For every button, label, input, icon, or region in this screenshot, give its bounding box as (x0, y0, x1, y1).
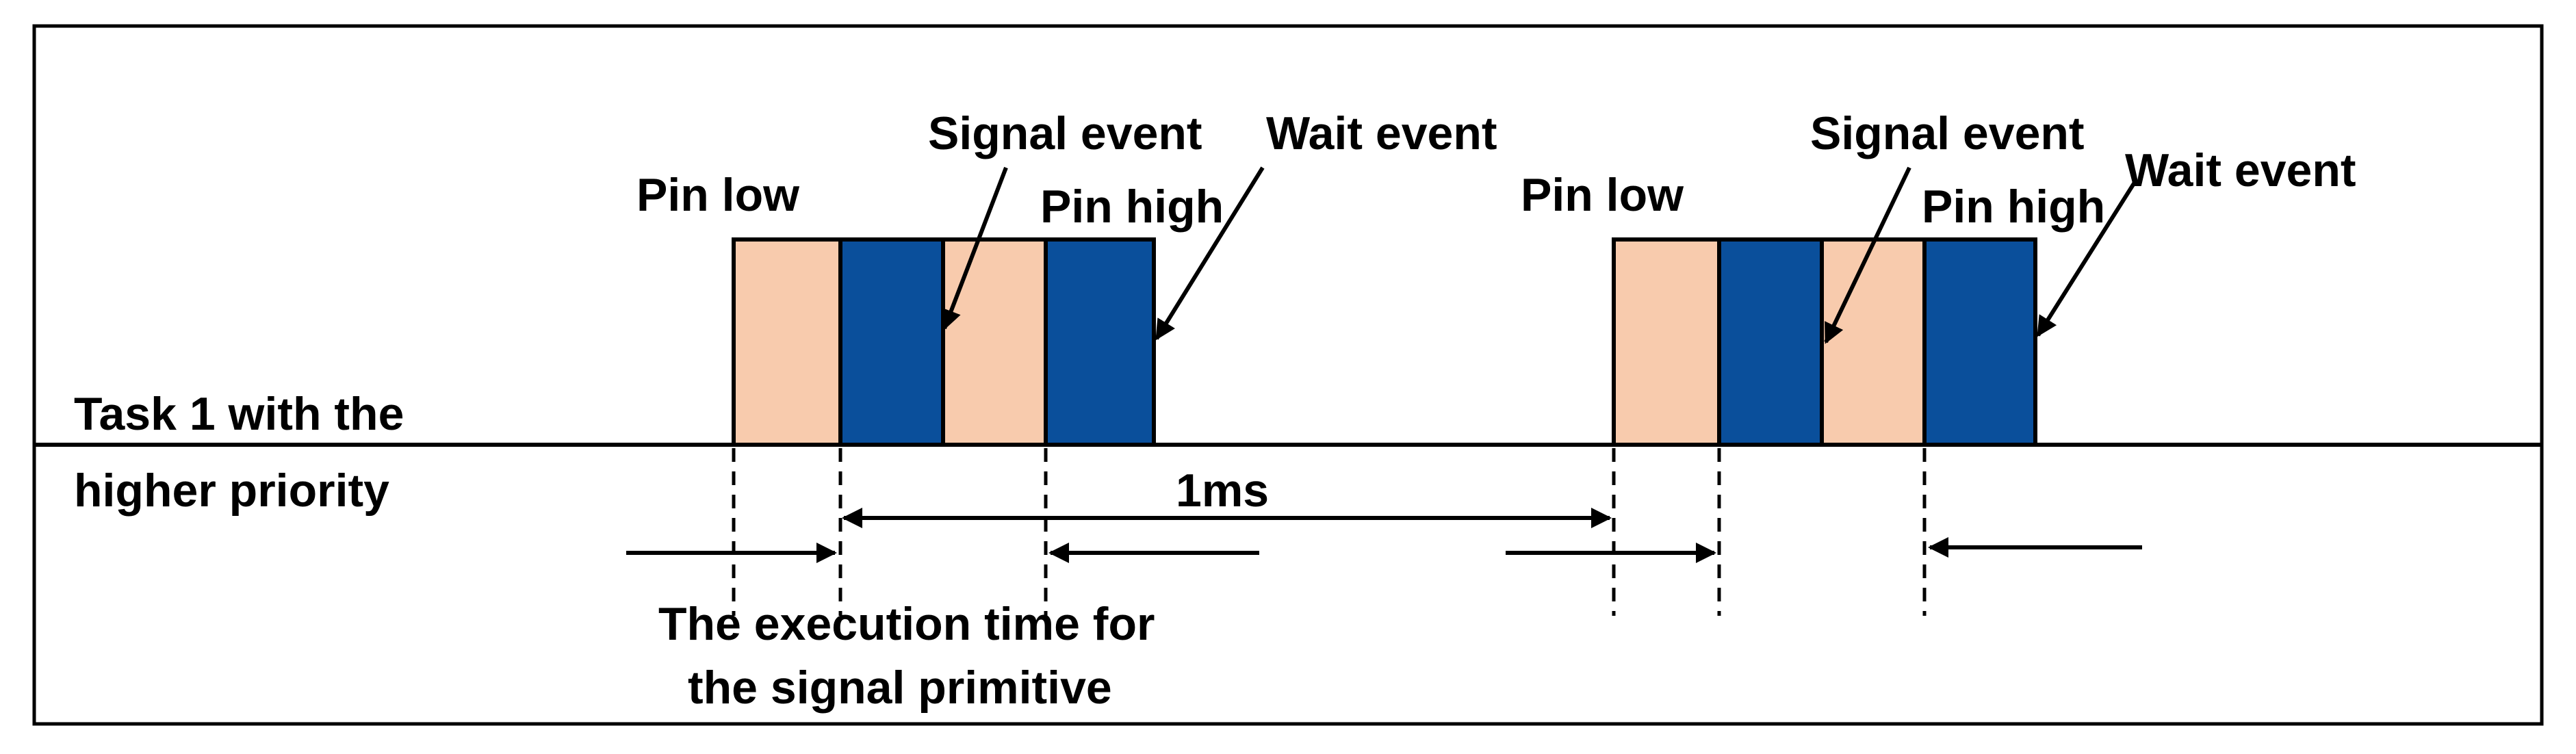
wait-event-label-2: Wait event (2125, 144, 2356, 196)
wait-event-pointer-1 (1155, 166, 1265, 341)
pin-high-segment-2 (1820, 237, 1927, 447)
signal-event-segment-1 (838, 237, 945, 447)
signal-event-pointer-1 (941, 166, 1008, 330)
signal-event-pointer-2 (1824, 166, 1911, 344)
pin-low-label-2: Pin low (1521, 169, 1684, 221)
pin-high-label-1: Pin high (1040, 181, 1224, 233)
pin-low-segment-2 (1612, 237, 1721, 447)
task-label-line2: higher priority (74, 465, 389, 517)
diagram-frame (32, 24, 2544, 726)
execution-caption-line1: The execution time for (658, 598, 1155, 650)
task-label-line1: Task 1 with the (74, 388, 404, 440)
signal-event-label-1: Signal event (928, 107, 1202, 159)
execution-caption-line2: the signal primitive (688, 662, 1112, 714)
execution-block-group-1 (732, 237, 1156, 447)
pin-high-label-2: Pin high (1922, 181, 2105, 233)
wait-event-label-1: Wait event (1266, 107, 1497, 159)
pin-high-segment-1 (941, 237, 1048, 447)
signal-event-segment-2 (1717, 237, 1824, 447)
pin-low-segment-1 (732, 237, 842, 447)
wait-event-segment-1 (1044, 237, 1156, 447)
signal-event-label-2: Signal event (1810, 107, 2085, 159)
execution-block-group-2 (1612, 237, 2037, 447)
dashed-guides (732, 448, 1927, 616)
period-label: 1ms (1176, 465, 1269, 517)
wait-event-segment-2 (1922, 237, 2037, 447)
pin-low-label-1: Pin low (636, 169, 800, 221)
wait-event-pointer-2 (2036, 180, 2137, 337)
